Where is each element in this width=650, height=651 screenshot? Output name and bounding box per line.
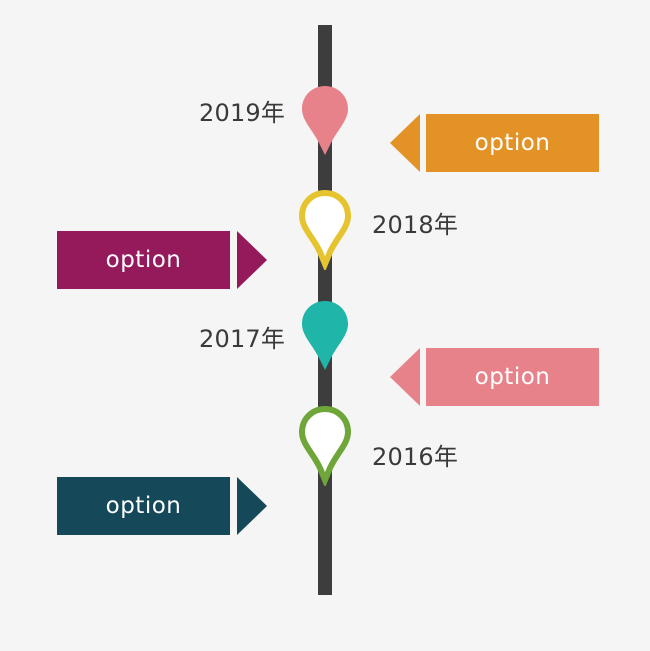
option-label-2017: option [474, 364, 551, 390]
map-pin-icon [298, 405, 352, 486]
option-label-2016: option [105, 493, 182, 519]
arrow-right-icon [237, 231, 267, 289]
map-pin-icon-2019 [297, 82, 353, 164]
year-label-2019: 2019年 [199, 99, 286, 127]
option-tag-2017[interactable]: option [390, 348, 599, 406]
option-block-2017 [426, 348, 599, 406]
year-label-2017: 2017年 [199, 325, 286, 353]
year-label-2018: 2018年 [372, 211, 459, 239]
option-block-2019 [426, 114, 599, 172]
map-pin-icon [302, 86, 348, 155]
pin-shape-2017 [302, 301, 348, 370]
option-label-2019: option [474, 130, 551, 156]
map-pin-icon [298, 189, 352, 270]
arrow-left-icon [390, 348, 420, 406]
pin-shape-2016 [298, 405, 352, 486]
pin-shape-2018 [298, 189, 352, 270]
map-pin-icon-2017 [297, 297, 353, 379]
arrow-left-icon [390, 114, 420, 172]
year-label-2016: 2016年 [372, 443, 459, 471]
pin-shape-2019 [302, 86, 348, 155]
arrow-right-icon [237, 477, 267, 535]
map-pin-icon-2018 [297, 188, 353, 270]
map-pin-icon [302, 301, 348, 370]
map-pin-icon-2016 [297, 404, 353, 486]
option-block-2016 [57, 477, 230, 535]
option-tag-2016[interactable]: option [57, 477, 267, 535]
option-label-2018: option [105, 247, 182, 273]
option-tag-2018[interactable]: option [57, 231, 267, 289]
option-tag-2019[interactable]: option [390, 114, 599, 172]
option-block-2018 [57, 231, 230, 289]
